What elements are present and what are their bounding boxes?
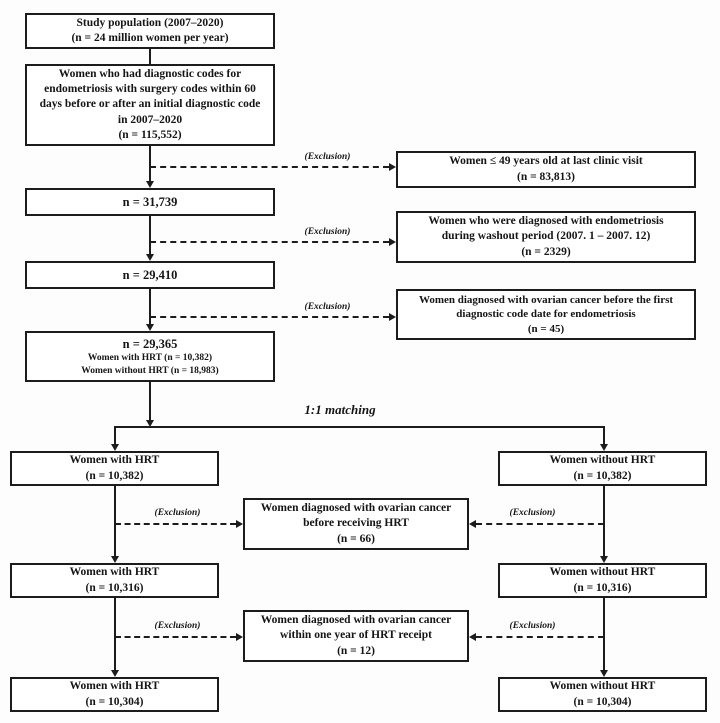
matching-label: 1:1 matching — [304, 402, 376, 417]
box-line: Women with HRT — [69, 454, 160, 467]
flow-box-diagnostic-codes: Women who had diagnostic codes for endom… — [25, 64, 275, 146]
box-line: Women without HRT — [549, 454, 656, 467]
box-line: within one year of HRT receipt — [280, 629, 432, 642]
arrow-down-icon — [146, 254, 154, 261]
connector-line — [603, 427, 605, 444]
box-line: Women who were diagnosed with endometrio… — [428, 215, 664, 228]
connector-line — [114, 486, 116, 556]
arrow-down-icon — [146, 324, 154, 331]
connector-line — [114, 427, 116, 444]
exclusion-box-age: Women ≤ 49 years old at last clinic visi… — [396, 151, 696, 188]
box-line: Women diagnosed with ovarian cancer — [260, 614, 452, 627]
split-line — [114, 426, 605, 428]
box-line: (n = 12) — [337, 644, 375, 657]
connector-line — [149, 382, 151, 420]
exclusion-label: (Exclusion) — [509, 621, 556, 631]
box-line: Women with HRT — [69, 680, 160, 693]
box-line: during washout period (2007. 1 – 2007. 1… — [441, 230, 651, 243]
exclusion-label: (Exclusion) — [154, 508, 201, 518]
exclusion-label: (Exclusion) — [304, 227, 351, 237]
exclusion-dashed-line — [476, 523, 604, 525]
connector-line — [149, 49, 151, 64]
flow-box-hrt-10304: Women with HRT (n = 10,304) — [10, 677, 219, 712]
box-line: (n = 24 million women per year) — [71, 32, 229, 44]
box-line: Women diagnosed with ovarian cancer — [260, 502, 452, 515]
box-line: Women who had diagnostic codes for — [58, 68, 242, 81]
box-line: (n = 10,382) — [573, 469, 632, 482]
connector-line — [149, 146, 151, 182]
flow-box-n-29410: n = 29,410 — [25, 261, 275, 289]
box-line: (n = 66) — [337, 532, 375, 545]
flow-box-nohrt-10304: Women without HRT (n = 10,304) — [498, 677, 707, 712]
connector-line — [603, 486, 605, 556]
arrow-left-icon — [469, 520, 476, 528]
box-line: (n = 10,316) — [85, 581, 144, 594]
box-line: Women without HRT (n = 18,983) — [81, 365, 219, 376]
flow-box-nohrt-10382: Women without HRT (n = 10,382) — [498, 451, 707, 486]
box-line: days before or after an initial diagnost… — [39, 98, 261, 111]
arrow-down-icon — [146, 181, 154, 188]
box-line: diagnostic code date for endometriosis — [456, 308, 636, 321]
arrow-right-icon — [389, 313, 396, 321]
box-line: Women without HRT — [549, 566, 656, 579]
exclusion-box-cancer-before-hrt: Women diagnosed with ovarian cancer befo… — [243, 498, 469, 550]
arrow-down-icon — [600, 444, 608, 451]
exclusion-dashed-line — [476, 636, 604, 638]
connector-line — [149, 289, 151, 324]
box-line: Women diagnosed with ovarian cancer befo… — [418, 293, 674, 306]
exclusion-label: (Exclusion) — [509, 508, 556, 518]
arrow-right-icon — [236, 520, 243, 528]
exclusion-dashed-line — [150, 241, 389, 243]
arrow-down-icon — [111, 670, 119, 677]
flow-box-hrt-10316: Women with HRT (n = 10,316) — [10, 563, 219, 598]
box-line: (n = 10,304) — [573, 695, 632, 708]
box-line: n = 31,739 — [122, 194, 178, 209]
exclusion-label: (Exclusion) — [154, 621, 201, 631]
connector-line — [603, 598, 605, 670]
box-line: n = 29,410 — [122, 267, 178, 282]
connector-line — [149, 216, 151, 254]
exclusion-dashed-line — [150, 166, 389, 168]
arrow-right-icon — [236, 633, 243, 641]
box-line: (n = 10,304) — [85, 695, 144, 708]
box-line: Women without HRT — [549, 680, 656, 693]
flow-box-n-31739: n = 31,739 — [25, 188, 275, 216]
box-line: Women with HRT (n = 10,382) — [87, 353, 213, 364]
flow-box-study-population: Study population (2007–2020) (n = 24 mil… — [25, 13, 275, 49]
flow-box-nohrt-10316: Women without HRT (n = 10,316) — [498, 563, 707, 598]
box-line: in 2007–2020 — [117, 113, 183, 126]
arrow-down-icon — [600, 670, 608, 677]
exclusion-dashed-line — [150, 316, 389, 318]
box-line: n = 29,365 — [122, 336, 178, 351]
arrow-down-icon — [600, 556, 608, 563]
exclusion-dashed-line — [115, 636, 236, 638]
arrow-down-icon — [146, 420, 154, 427]
box-line: (n = 10,382) — [85, 469, 144, 482]
exclusion-box-prior-cancer: Women diagnosed with ovarian cancer befo… — [396, 289, 696, 340]
exclusion-box-washout: Women who were diagnosed with endometrio… — [396, 211, 696, 263]
arrow-down-icon — [111, 556, 119, 563]
arrow-right-icon — [389, 238, 396, 246]
box-line: endometriosis with surgery codes within … — [44, 83, 256, 96]
box-line: (n = 45) — [527, 322, 565, 335]
flow-box-hrt-10382: Women with HRT (n = 10,382) — [10, 451, 219, 486]
exclusion-box-cancer-one-year: Women diagnosed with ovarian cancer with… — [243, 610, 469, 662]
arrow-down-icon — [111, 444, 119, 451]
arrow-left-icon — [469, 633, 476, 641]
arrow-right-icon — [389, 163, 396, 171]
box-line: before receiving HRT — [303, 517, 409, 530]
flow-box-n-29365: n = 29,365 Women with HRT (n = 10,382) W… — [25, 331, 275, 382]
box-line: Women ≤ 49 years old at last clinic visi… — [449, 155, 643, 168]
exclusion-dashed-line — [115, 523, 236, 525]
box-line: (n = 83,813) — [517, 170, 575, 183]
box-line: (n = 115,552) — [118, 128, 182, 141]
box-line: (n = 10,316) — [573, 581, 632, 594]
box-line: Women with HRT — [69, 566, 160, 579]
exclusion-label: (Exclusion) — [304, 302, 351, 312]
exclusion-label: (Exclusion) — [304, 152, 351, 162]
connector-line — [114, 598, 116, 670]
box-line: (n = 2329) — [521, 245, 571, 258]
box-line: Study population (2007–2020) — [76, 16, 224, 29]
